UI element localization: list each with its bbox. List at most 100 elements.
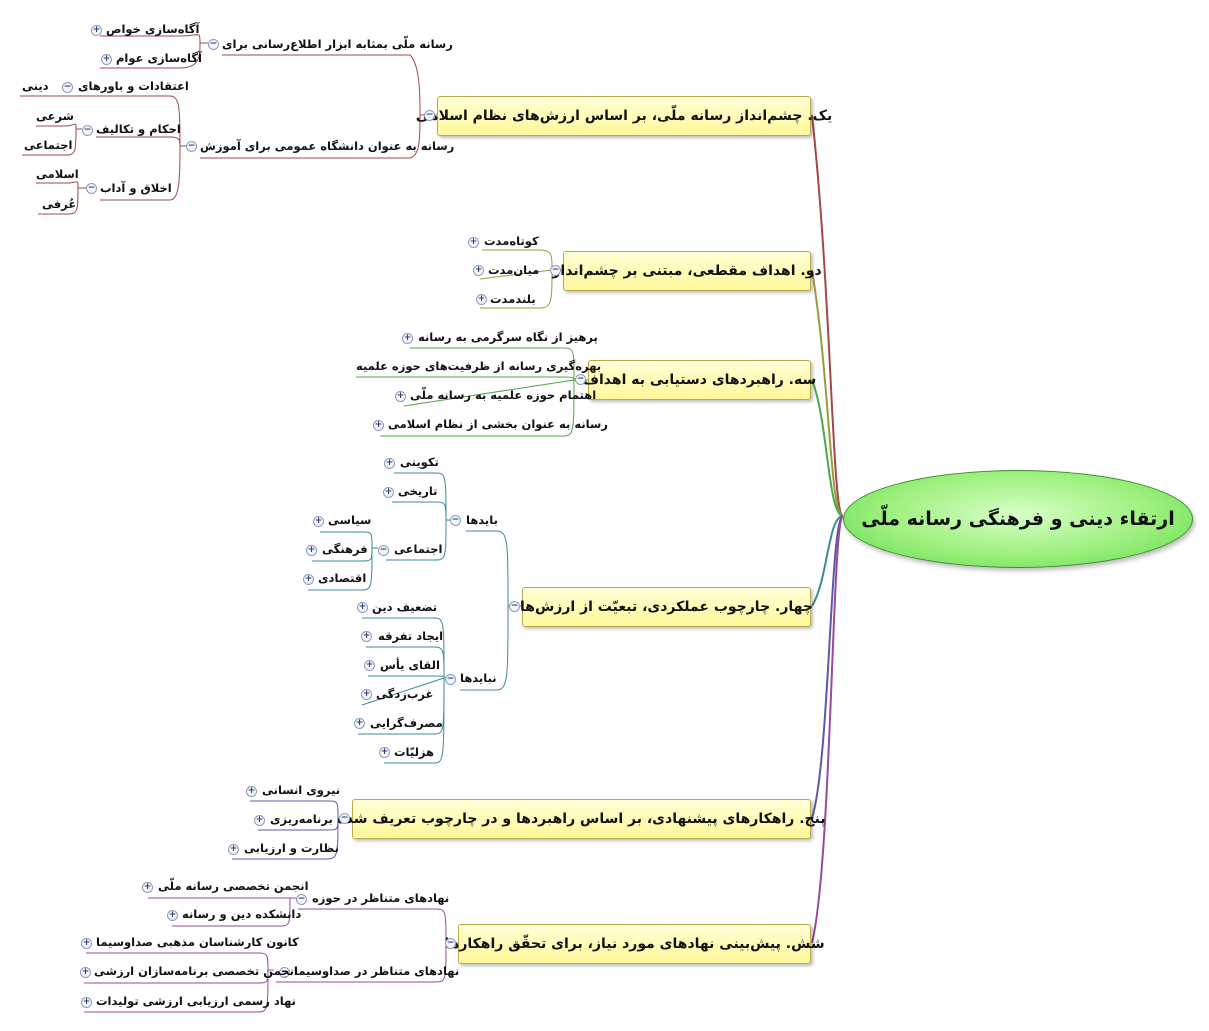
subtopic[interactable]: نبایدها (460, 671, 497, 685)
subtopic[interactable]: برنامه‌ریزی (270, 812, 333, 826)
topic-4[interactable]: چهار. چارچوب عملکردی، تبعیّت از ارزش‌ها (520, 587, 813, 627)
collapse-icon[interactable]: − (82, 125, 93, 136)
expand-icon[interactable]: + (473, 265, 484, 276)
subtopic[interactable]: اعتقادات و باورهای (78, 79, 189, 93)
subtopic[interactable]: اخلاق و آداب (100, 181, 172, 195)
subtopic[interactable]: عُرفی (42, 197, 77, 211)
collapse-icon[interactable]: − (445, 938, 456, 949)
topic-5[interactable]: پنج. راهکارهای پیشنهادی، بر اساس راهبرده… (337, 799, 826, 839)
subtopic[interactable]: انجمن تخصصی برنامه‌سازان ارزشی (94, 964, 298, 978)
expand-icon[interactable]: + (379, 747, 390, 758)
subtopic[interactable]: غرب‌زدگی (376, 687, 434, 701)
topic-6[interactable]: شش. پیش‌بینی نهادهای مورد نیاز، برای تحق… (444, 924, 825, 964)
topic-2-label: دو. اهداف مقطعی، مبتنی بر چشم‌انداز (552, 263, 822, 279)
collapse-icon[interactable]: − (509, 601, 520, 612)
expand-icon[interactable]: + (254, 815, 265, 826)
collapse-icon[interactable]: − (445, 674, 456, 685)
expand-icon[interactable]: + (81, 997, 92, 1008)
subtopic[interactable]: القای یأس (380, 658, 440, 672)
subtopic[interactable]: بهره‌گیری رسانه از ظرفیت‌های حوزه علمیه (356, 359, 602, 373)
topic-2[interactable]: دو. اهداف مقطعی، مبتنی بر چشم‌انداز (552, 251, 822, 291)
collapse-icon[interactable]: − (186, 141, 197, 152)
collapse-icon[interactable]: − (279, 967, 290, 978)
collapse-icon[interactable]: − (450, 515, 461, 526)
topic-5-label: پنج. راهکارهای پیشنهادی، بر اساس راهبرده… (337, 811, 826, 827)
expand-icon[interactable]: + (306, 545, 317, 556)
subtopic[interactable]: آگاه‌سازی عوام (116, 51, 202, 65)
subtopic[interactable]: دانشکده دین و رسانه (182, 907, 302, 921)
subtopic[interactable]: اجتماعی (24, 138, 73, 152)
expand-icon[interactable]: + (384, 458, 395, 469)
connector-root-b4 (811, 515, 844, 607)
subtopic[interactable]: ایجاد تفرقه (378, 629, 444, 643)
subtopic[interactable]: رسانه به عنوان بخشی از نظام اسلامی (388, 417, 608, 431)
subtopic[interactable]: نهادهای متناظر در حوزه (312, 891, 450, 905)
subtopic[interactable]: تاریخی (398, 484, 438, 498)
collapse-icon[interactable]: − (86, 183, 97, 194)
expand-icon[interactable]: + (361, 689, 372, 700)
subtopic[interactable]: رسانه به عنوان دانشگاه عمومی برای آموزش (200, 139, 455, 153)
subtopic[interactable]: رسانه ملّی بمثابه ابزار اطلاع‌رسانی برای (222, 37, 453, 51)
subtopic[interactable]: فرهنگی (322, 542, 368, 556)
expand-icon[interactable]: + (101, 54, 112, 65)
subtopic[interactable]: بایدها (466, 513, 498, 527)
expand-icon[interactable]: + (80, 967, 91, 978)
topic-3[interactable]: سه. راهبردهای دستیابی به اهداف (583, 360, 816, 400)
expand-icon[interactable]: + (354, 718, 365, 729)
collapse-icon[interactable]: − (62, 82, 73, 93)
expand-icon[interactable]: + (91, 25, 102, 36)
subtopic[interactable]: شرعی (36, 109, 74, 123)
expand-icon[interactable]: + (476, 294, 487, 305)
subtopic[interactable]: سیاسی (328, 513, 372, 527)
expand-icon[interactable]: + (167, 910, 178, 921)
collapse-icon[interactable]: − (339, 813, 350, 824)
expand-icon[interactable]: + (303, 574, 314, 585)
topic-1[interactable]: یک. چشم‌انداز رسانه ملّی، بر اساس ارزش‌ه… (416, 96, 832, 136)
expand-icon[interactable]: + (357, 602, 368, 613)
collapse-icon[interactable]: − (424, 110, 435, 121)
subtopic[interactable]: اهتمام حوزه علمیه به رسانه ملّی (410, 388, 597, 402)
subtopic[interactable]: کانون کارشناسان مذهبی صداوسیما (96, 935, 299, 949)
subtopic[interactable]: انجمن تخصصی رسانه ملّی (158, 879, 309, 893)
expand-icon[interactable]: + (313, 516, 324, 527)
connector-root-b5 (811, 515, 844, 819)
subtopic[interactable]: بلندمدت (490, 292, 536, 306)
expand-icon[interactable]: + (373, 420, 384, 431)
expand-icon[interactable]: + (142, 882, 153, 893)
connector-root-b2 (811, 269, 844, 517)
collapse-icon[interactable]: − (296, 894, 307, 905)
subtopic[interactable]: نهادهای متناظر در صداوسیما (294, 964, 460, 978)
collapse-icon[interactable]: − (550, 265, 561, 276)
expand-icon[interactable]: + (364, 660, 375, 671)
collapse-icon[interactable]: − (378, 545, 389, 556)
subtopic[interactable]: احکام و تکالیف (96, 122, 181, 136)
subtopic[interactable]: پرهیز از نگاه سرگرمی به رسانه (418, 330, 598, 344)
subtopic[interactable]: تضعیف دین (372, 600, 438, 614)
subtopic[interactable]: نیروی انسانی (262, 783, 341, 797)
subtopic[interactable]: میان‌مدت (488, 263, 540, 277)
subtopic[interactable]: تکوینی (400, 455, 439, 469)
expand-icon[interactable]: + (402, 333, 413, 344)
expand-icon[interactable]: + (246, 786, 257, 797)
subtopic[interactable]: کوتاه‌مدت (484, 234, 539, 248)
subtopic[interactable]: دینی (22, 79, 49, 93)
expand-icon[interactable]: + (228, 844, 239, 855)
subtopic[interactable]: نهاد رسمی ارزیابی ارزشی تولیدات (96, 994, 296, 1008)
expand-icon[interactable]: + (468, 237, 479, 248)
subtopic[interactable]: اقتصادی (318, 571, 367, 585)
connector-root-b1 (811, 114, 844, 517)
subtopic[interactable]: نظارت و ارزیابی (244, 841, 339, 855)
expand-icon[interactable]: + (383, 487, 394, 498)
collapse-icon[interactable]: − (208, 39, 219, 50)
subtopic[interactable]: هزلیّات (394, 745, 435, 759)
expand-icon[interactable]: + (395, 391, 406, 402)
root-topic[interactable]: ارتقاء دینی و فرهنگی رسانه ملّی (843, 470, 1193, 568)
collapse-icon[interactable]: − (575, 374, 586, 385)
connector-root-b6 (811, 515, 844, 944)
expand-icon[interactable]: + (81, 938, 92, 949)
subtopic[interactable]: آگاه‌سازی خواص (106, 22, 200, 36)
subtopic[interactable]: مصرف‌گرایی (370, 716, 443, 730)
subtopic[interactable]: اسلامی (36, 167, 79, 181)
expand-icon[interactable]: + (361, 631, 372, 642)
subtopic[interactable]: اجتماعی (394, 542, 443, 556)
